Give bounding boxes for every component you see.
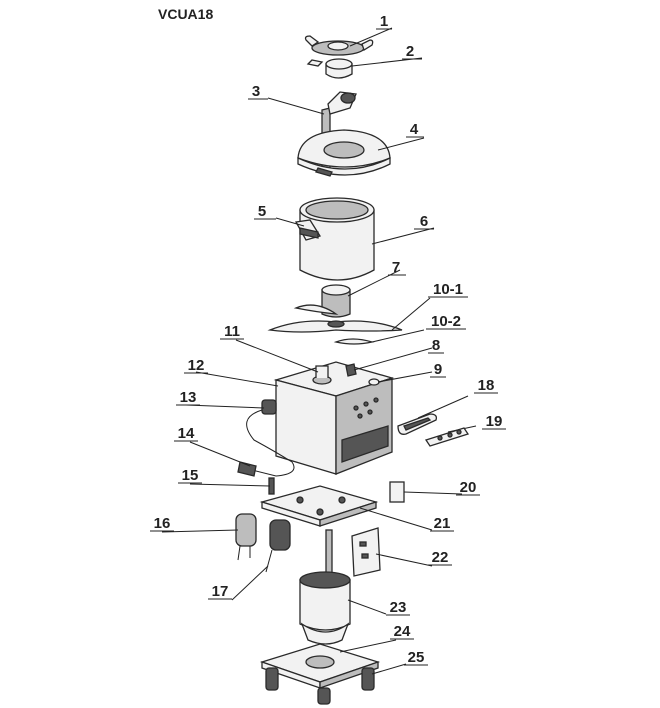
leader-lines [161, 27, 477, 675]
callout-3: 3 [252, 83, 260, 100]
part-22-circuit-board [351, 527, 381, 577]
callout-10-2: 10-2 [431, 313, 461, 330]
callout-17: 17 [212, 583, 229, 600]
callout-18: 18 [478, 377, 495, 394]
callout-9: 9 [434, 361, 442, 378]
callout-12: 12 [188, 357, 205, 374]
part-14-power-cord [237, 409, 295, 477]
part-9-interlock [368, 378, 380, 386]
callout-6: 6 [420, 213, 428, 230]
callout-1: 1 [380, 13, 388, 30]
part-13-switch [261, 399, 277, 415]
callout-labels: 1 2 3 4 5 6 7 10-1 10-2 11 8 12 9 13 18 … [154, 13, 503, 666]
callout-15: 15 [182, 467, 199, 484]
callout-13: 13 [180, 389, 197, 406]
callout-21: 21 [434, 515, 451, 532]
callout-7: 7 [392, 259, 400, 276]
part-12-base-housing [273, 361, 395, 475]
part-21-mounting-plate [259, 485, 379, 527]
callout-22: 22 [432, 549, 449, 566]
part-2-feed-collar [306, 58, 353, 79]
callout-20: 20 [460, 479, 477, 496]
callout-10-1: 10-1 [433, 281, 463, 298]
callout-23: 23 [390, 599, 407, 616]
part-1-lid-knob [304, 35, 374, 56]
part-6-bowl [299, 197, 375, 281]
callout-2: 2 [406, 43, 414, 60]
part-11-spindle [312, 365, 332, 385]
callout-8: 8 [432, 337, 440, 354]
callout-14: 14 [178, 425, 195, 442]
part-23-motor [299, 529, 351, 645]
callout-19: 19 [486, 413, 503, 430]
part-17-capacitor [265, 519, 291, 573]
callout-25: 25 [408, 649, 425, 666]
callout-underlines [150, 28, 506, 666]
part-4-lid [297, 129, 391, 177]
part-19-control-panel [424, 427, 470, 447]
callout-4: 4 [410, 121, 419, 138]
part-16-capacitor [235, 513, 257, 561]
callout-11: 11 [224, 323, 240, 340]
part-24-bottom-plate [259, 643, 381, 689]
diagram-title: VCUA18 [158, 6, 214, 22]
part-20-relay [389, 481, 405, 503]
callout-24: 24 [394, 623, 411, 640]
part-8-safety-switch [345, 363, 357, 377]
callout-5: 5 [258, 203, 266, 220]
callout-16: 16 [154, 515, 171, 532]
part-25-feet [265, 667, 375, 705]
part-18-gasket [397, 413, 438, 435]
